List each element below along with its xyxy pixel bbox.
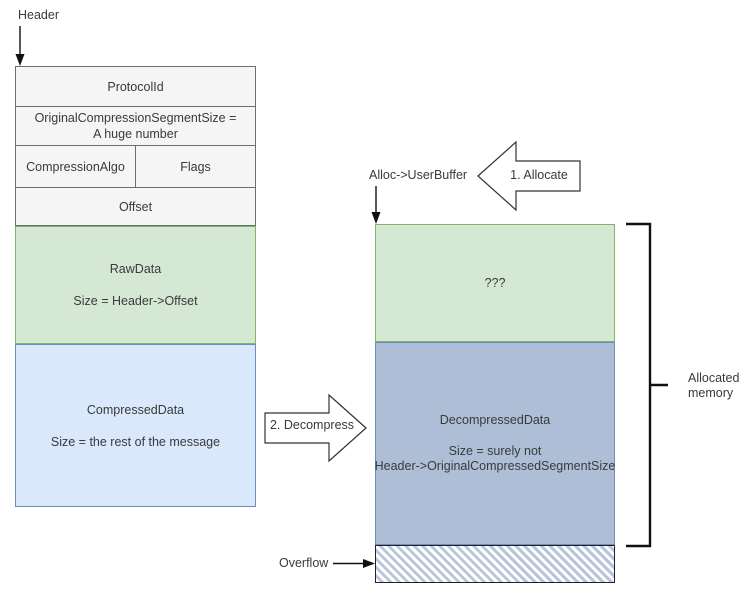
- header-label: Header: [18, 8, 59, 22]
- memory-block-decompressed-data-title: DecompressedData: [439, 413, 551, 427]
- message-block-raw-data-subtitle: Size = Header->Offset: [73, 294, 198, 308]
- memory-block-decompressed-data-subtitle: Size = surely not: [448, 444, 542, 458]
- header-row-original-compression-segment-size-label: OriginalCompressionSegmentSize =: [34, 111, 237, 125]
- message-block-raw-data-title: RawData: [109, 262, 162, 276]
- header-row-original-compression-segment-size: OriginalCompressionSegmentSize = A huge …: [15, 106, 256, 146]
- step-decompress-label: 2. Decompress: [266, 414, 358, 436]
- allocated-memory-label-line1: Allocated: [688, 371, 740, 385]
- header-row-compression-algo-label: CompressionAlgo: [26, 159, 125, 174]
- allocated-memory-label: Allocated memory: [688, 371, 739, 401]
- memory-block-decompressed-data-subtitle2: Header->OriginalCompressedSegmentSize: [374, 459, 616, 473]
- header-row-protocol-id-label: ProtocolId: [107, 79, 164, 94]
- header-row-protocol-id: ProtocolId: [15, 66, 256, 107]
- memory-block-decompressed-data: DecompressedData Size = surely not Heade…: [375, 342, 615, 545]
- header-row-compression-algo: CompressionAlgo: [15, 145, 136, 188]
- message-block-raw-data: RawData Size = Header->Offset: [15, 226, 256, 344]
- header-row-offset-label: Offset: [118, 199, 153, 214]
- header-pointer-arrow: [15, 26, 25, 66]
- allocated-memory-label-line2: memory: [688, 386, 734, 400]
- allocated-memory-bracket: [626, 222, 668, 548]
- step-allocate-arrow-shape: [477, 140, 581, 212]
- header-row-original-compression-segment-size-label2: A huge number: [93, 127, 178, 141]
- memory-block-overflow-region: [375, 545, 615, 583]
- message-block-compressed-data-title: CompressedData: [86, 402, 185, 417]
- overflow-pointer-arrow: [333, 559, 375, 568]
- message-block-compressed-data-subtitle: Size = the rest of the message: [50, 434, 221, 449]
- alloc-user-buffer-arrow: [371, 186, 381, 224]
- header-row-flags-label: Flags: [180, 159, 211, 174]
- memory-block-unknown-region-title: ???: [484, 276, 506, 290]
- message-block-compressed-data: CompressedData Size = the rest of the me…: [15, 344, 256, 507]
- overflow-label: Overflow: [279, 556, 329, 570]
- step-allocate-label: 1. Allocate: [500, 164, 578, 186]
- memory-block-unknown-region: ???: [375, 224, 615, 342]
- alloc-user-buffer-label: Alloc->UserBuffer: [369, 168, 468, 182]
- header-row-flags: Flags: [135, 145, 256, 188]
- step-allocate-label-text: 1. Allocate: [510, 167, 568, 182]
- step-decompress-label-text: 2. Decompress: [269, 417, 355, 432]
- step-decompress-arrow-shape: [264, 393, 367, 463]
- header-row-offset: Offset: [15, 187, 256, 226]
